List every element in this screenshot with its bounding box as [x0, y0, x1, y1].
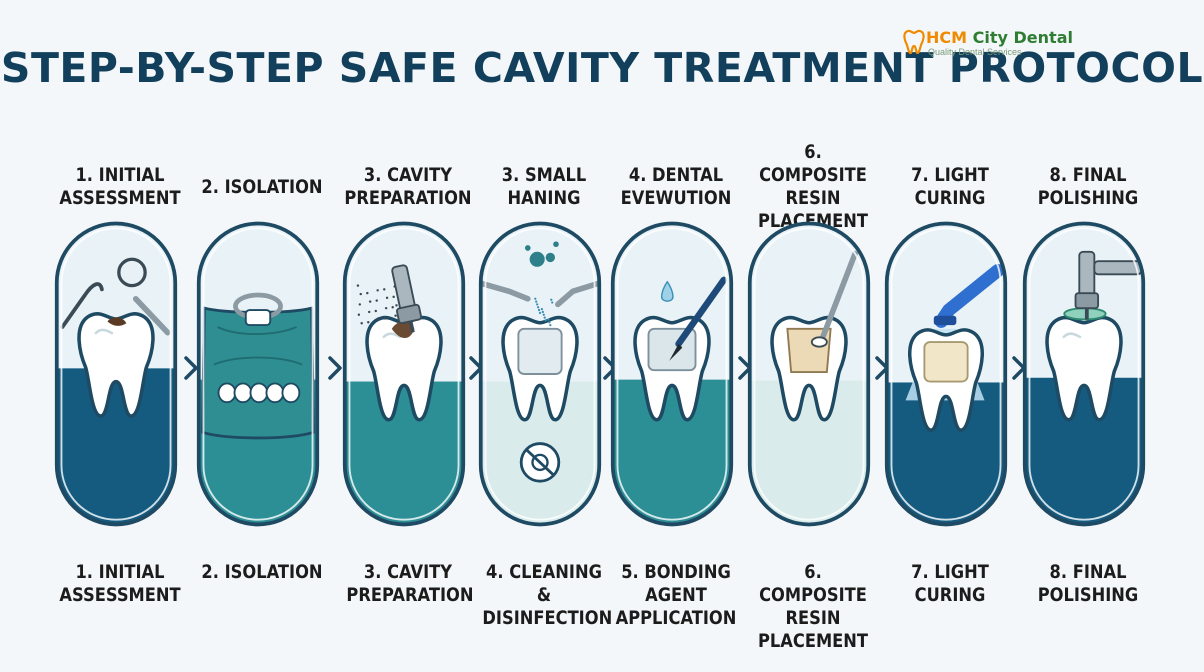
dental-drill-icon	[356, 264, 443, 422]
polishing-handpiece-icon	[1045, 250, 1143, 422]
tooth-logo-icon	[903, 29, 925, 55]
logo-tagline: Quality Dental Services	[928, 47, 1022, 57]
page-title: STEP-BY-STEP SAFE CAVITY TREATMENT PROTO…	[0, 44, 1204, 92]
rubber-dam-icon	[201, 292, 315, 440]
logo-name: HCM City Dental	[926, 29, 1073, 47]
step-card-2	[196, 221, 320, 527]
step-card-4	[478, 221, 602, 527]
bonding-brush-icon	[633, 276, 728, 422]
logo: HCM City Dental Quality Dental Services	[902, 29, 1073, 57]
mirror-explorer-icon	[60, 257, 171, 418]
curing-light-icon	[905, 263, 1005, 432]
no-germ-icon	[519, 442, 561, 483]
step-card-6	[747, 221, 871, 527]
step-card-8	[1022, 221, 1146, 527]
step-top-label-2: 2. ISOLATION	[200, 152, 323, 222]
step-bottom-label-2-text: 2. ISOLATION	[201, 562, 323, 583]
step-bottom-label-2: 2. ISOLATION	[200, 561, 323, 584]
logo-title: City Dental	[972, 28, 1073, 47]
step-bottom-label-4-text: 4. CLEANING &DISINFECTION	[482, 562, 613, 629]
step-top-label-2-text: 2. ISOLATION	[201, 176, 323, 198]
step-bottom-label-4: 4. CLEANING &DISINFECTION	[482, 561, 613, 630]
water-spray-icon	[480, 241, 600, 483]
chevron-right-icon	[328, 356, 342, 380]
logo-brand: HCM	[926, 28, 968, 47]
resin-spatula-icon	[770, 250, 858, 422]
step-card-3	[342, 221, 466, 527]
step-card-1	[54, 221, 178, 527]
step-card-5	[610, 221, 734, 527]
step-card-7	[884, 221, 1008, 527]
chevron-right-icon	[184, 356, 198, 380]
